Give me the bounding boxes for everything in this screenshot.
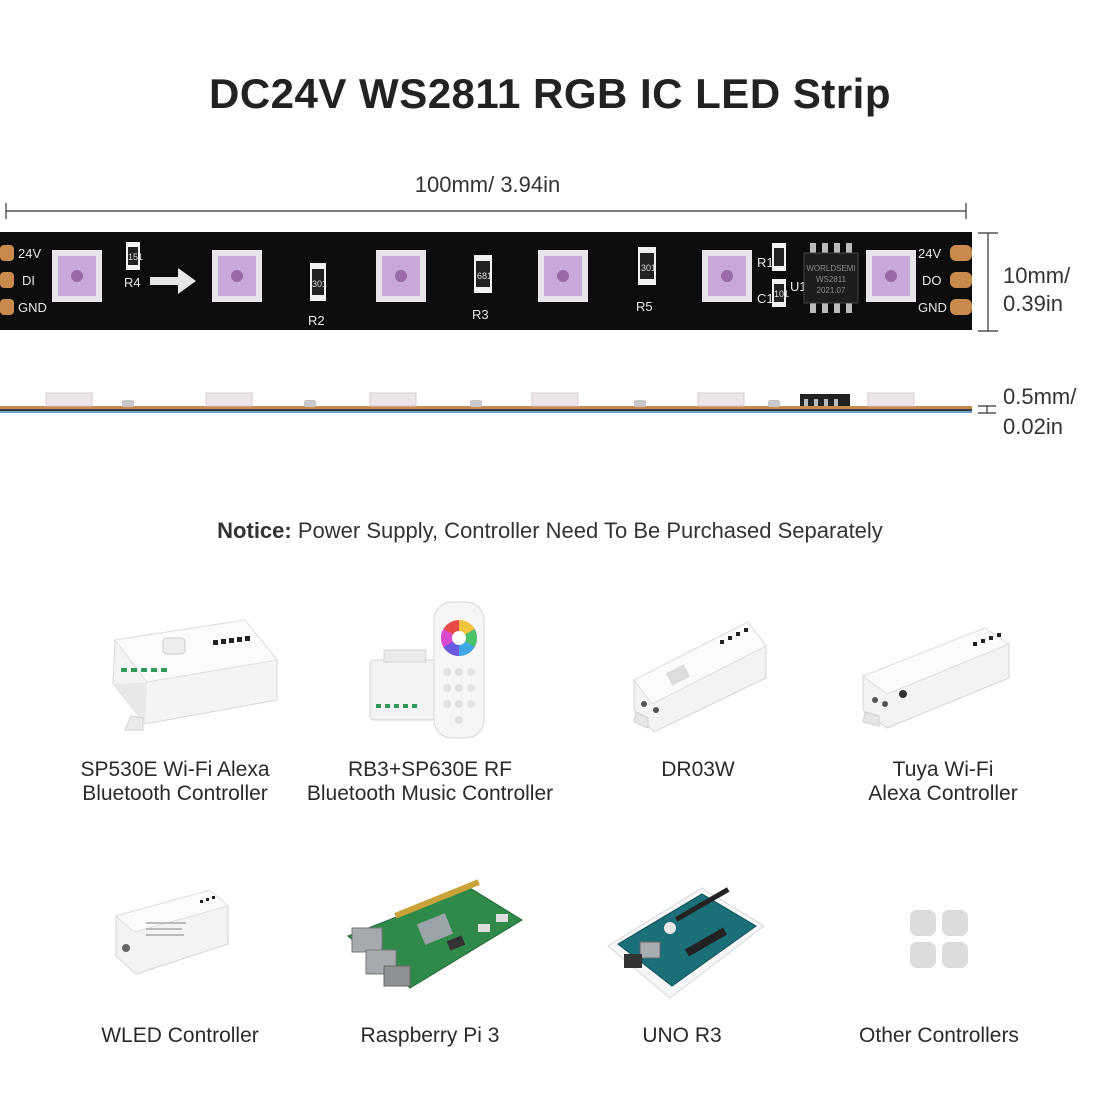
notice-label: Notice: <box>217 518 292 543</box>
controller-card-other[interactable]: Other Controllers <box>809 866 1069 1048</box>
length-dimension-label: 100mm/ 3.94in <box>414 172 561 197</box>
other-controllers-icon <box>809 866 1069 1016</box>
controller-name-line1: WLED Controller <box>101 1024 259 1047</box>
width-measure-line <box>978 232 998 332</box>
controller-card-uno-r3[interactable]: UNO R3 <box>552 866 812 1048</box>
length-measure-line <box>5 203 967 219</box>
controller-name-line2: Alexa Controller <box>868 782 1018 805</box>
label-r3: R3 <box>472 307 489 322</box>
strip-side-profile <box>0 392 972 413</box>
chip-brand-text: WORLDSEMI <box>806 264 855 273</box>
thickness-value-inches: 0.02in <box>1003 414 1063 439</box>
thickness-value: 0.5mm/ <box>1003 384 1077 409</box>
controller-name-line1: SP530E Wi-Fi Alexa <box>80 758 270 781</box>
width-value: 10mm/ <box>1003 263 1071 288</box>
pad-label-24v-out: 24V <box>918 246 941 261</box>
resistor-code-r2: 301 <box>312 279 327 289</box>
label-u1: U1 <box>790 279 807 294</box>
label-r2: R2 <box>308 313 325 328</box>
ws2811-ic-chip: WORLDSEMI WS2811 2021.07 <box>803 243 859 313</box>
controller-name-line1: UNO R3 <box>642 1024 722 1047</box>
pad-label-gnd-in: GND <box>18 300 47 315</box>
sp530e-controller-image <box>45 600 305 750</box>
controller-name-line1: Raspberry Pi 3 <box>360 1024 500 1047</box>
label-r5: R5 <box>636 299 653 314</box>
resistor-code-r4: 151 <box>128 252 143 262</box>
thickness-measure-line <box>978 405 996 414</box>
label-c1: C1 <box>757 291 774 306</box>
width-value-inches: 0.39in <box>1003 291 1063 316</box>
controller-card-raspberry-pi[interactable]: Raspberry Pi 3 <box>300 866 560 1048</box>
resistor-code-r1: 101 <box>774 289 789 299</box>
raspberry-pi-image <box>300 866 560 1016</box>
pad-label-di: DI <box>22 273 35 288</box>
controller-name-line1: DR03W <box>661 758 735 781</box>
controller-card-dr03w[interactable]: DR03W <box>568 600 828 782</box>
led-chips <box>52 250 916 302</box>
controller-card-sp530e[interactable]: SP530E Wi-Fi Alexa Bluetooth Controller <box>45 600 305 806</box>
controller-name-line2: Bluetooth Music Controller <box>306 782 554 805</box>
page-title: DC24V WS2811 RGB IC LED Strip <box>208 70 891 117</box>
controller-name-line2: Bluetooth Controller <box>82 782 268 805</box>
controller-card-rb3-sp630e[interactable]: RB3+SP630E RF Bluetooth Music Controller <box>300 600 560 806</box>
uno-r3-image <box>552 866 812 1016</box>
controller-card-tuya[interactable]: Tuya Wi-Fi Alexa Controller <box>813 600 1073 806</box>
left-solder-pads <box>0 245 14 315</box>
thickness-dimension-label: 0.5mm/ 0.02in <box>1003 382 1076 442</box>
controller-name-line1: Tuya Wi-Fi <box>892 758 994 781</box>
label-r4: R4 <box>124 275 141 290</box>
resistors <box>126 242 786 307</box>
pad-label-do: DO <box>922 273 942 288</box>
chip-model-text: WS2811 <box>816 275 847 284</box>
dr03w-controller-image <box>568 600 828 750</box>
right-solder-pads <box>950 245 972 315</box>
wled-controller-image <box>50 866 310 1016</box>
notice-text: Notice: Power Supply, Controller Need To… <box>0 518 1100 544</box>
led-strip-diagram: 24V DI GND 24V DO GND 151 301 681 301 10… <box>0 203 998 414</box>
controller-name-line1: RB3+SP630E RF <box>347 758 512 781</box>
resistor-code-r5: 301 <box>641 263 656 273</box>
rb3-sp630e-controller-image <box>300 600 560 750</box>
pad-label-24v-in: 24V <box>18 246 41 261</box>
controller-name-line1: Other Controllers <box>859 1024 1019 1047</box>
pad-label-gnd-out: GND <box>918 300 947 315</box>
controller-card-wled[interactable]: WLED Controller <box>50 866 310 1048</box>
label-r1: R1 <box>757 255 774 270</box>
chip-date-text: 2021.07 <box>817 286 846 295</box>
width-dimension-label: 10mm/ 0.39in <box>1003 262 1070 318</box>
notice-body: Power Supply, Controller Need To Be Purc… <box>291 518 883 543</box>
resistor-code-r3: 681 <box>477 271 492 281</box>
data-direction-arrow <box>150 268 196 294</box>
tuya-controller-image <box>813 600 1073 750</box>
